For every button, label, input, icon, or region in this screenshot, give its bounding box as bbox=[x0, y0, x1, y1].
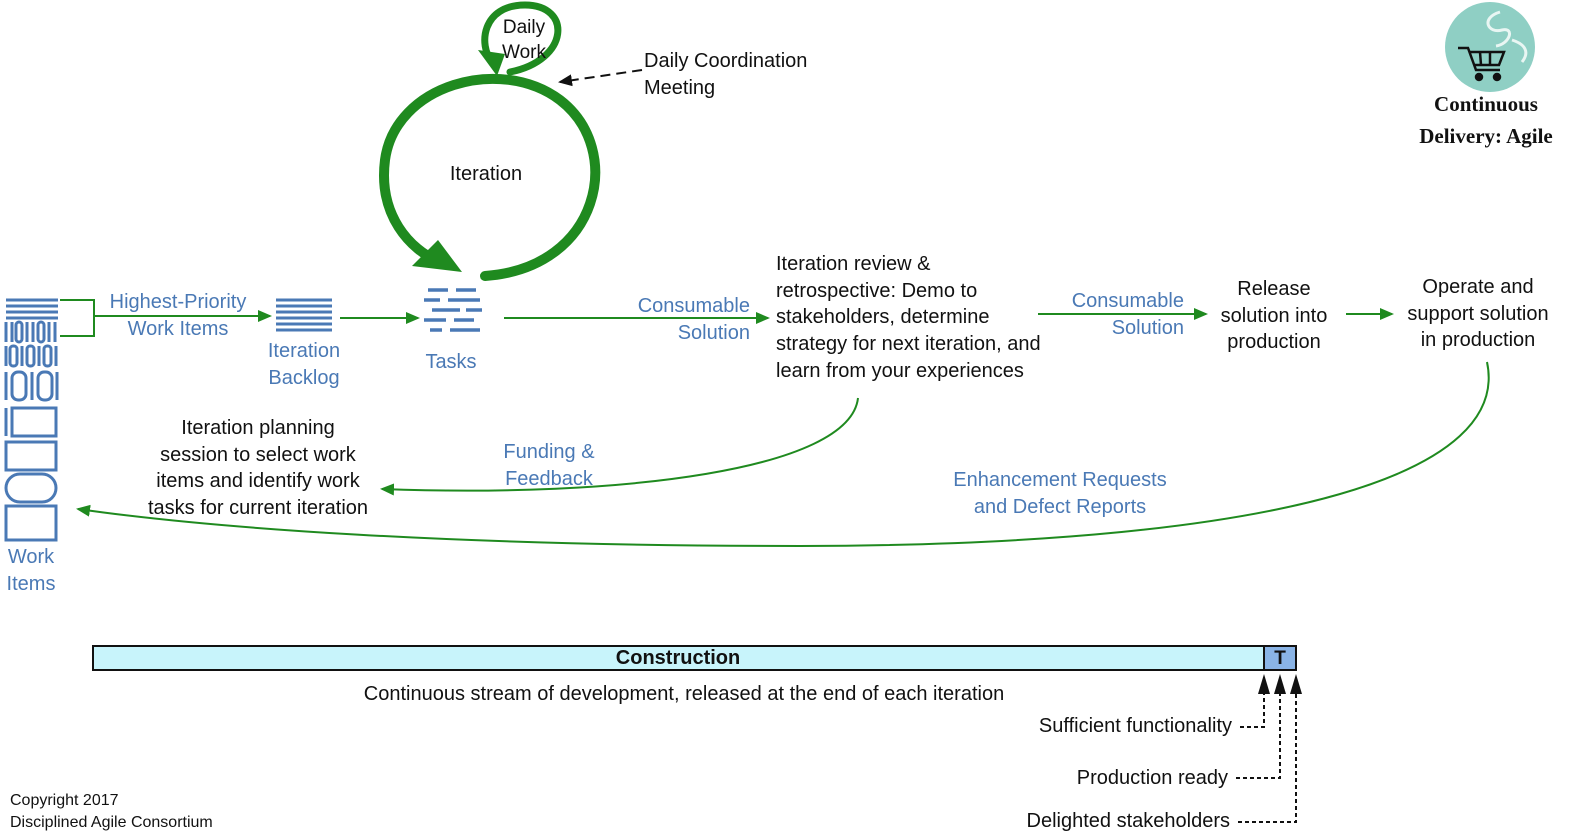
copyright-line2: Disciplined Agile Consortium bbox=[10, 814, 213, 831]
svg-text:learn from your experiences: learn from your experiences bbox=[776, 360, 1024, 382]
logo-title-line2: Delivery: Agile bbox=[1419, 124, 1553, 148]
funding-feedback-label-2: Feedback bbox=[505, 468, 594, 490]
svg-text:solution into: solution into bbox=[1221, 305, 1328, 327]
consumable-solution-label-2: Consumable bbox=[1072, 290, 1184, 312]
daily-work-label-2: Work bbox=[502, 42, 546, 63]
svg-text:Iteration planning: Iteration planning bbox=[181, 417, 334, 439]
highest-priority-bracket bbox=[60, 299, 95, 337]
daily-work-cycle-arrowhead bbox=[478, 50, 505, 76]
coordination-label-2: Meeting bbox=[644, 77, 715, 99]
milestone-delighted-stakeholders: Delighted stakeholders bbox=[1027, 810, 1230, 832]
svg-text:session to select work: session to select work bbox=[160, 444, 357, 466]
funding-feedback-label: Funding & bbox=[503, 441, 595, 463]
svg-text:Iteration review &: Iteration review & bbox=[776, 253, 931, 275]
transition-phase bbox=[1263, 645, 1297, 671]
svg-text:Release: Release bbox=[1237, 278, 1310, 300]
milestone-arrowheads bbox=[1258, 674, 1302, 694]
milestones bbox=[1236, 682, 1297, 823]
logo-title-line1: Continuous bbox=[1434, 92, 1538, 116]
funding-feedback-arrow bbox=[380, 397, 859, 496]
svg-text:Operate and: Operate and bbox=[1422, 276, 1533, 298]
work-items-label: Work bbox=[8, 546, 55, 568]
tasks-label: Tasks bbox=[425, 351, 476, 373]
svg-text:support solution: support solution bbox=[1407, 303, 1548, 325]
highest-priority-label-2: Work Items bbox=[128, 318, 229, 340]
enhancement-requests-label-2: and Defect Reports bbox=[974, 496, 1146, 518]
phase-bar: Construction T bbox=[92, 645, 1297, 671]
enhancement-requests-label: Enhancement Requests bbox=[953, 469, 1166, 491]
daily-work-cycle-arrow bbox=[481, 1, 562, 76]
coordination-dashed-arrow bbox=[558, 69, 643, 87]
daily-work-label: Daily bbox=[503, 17, 546, 38]
iteration-label: Iteration bbox=[450, 163, 522, 185]
tasks-icon bbox=[424, 288, 482, 332]
consumable-solution-label-2b: Solution bbox=[1112, 317, 1184, 339]
iteration-cycle-arrow bbox=[379, 73, 600, 281]
svg-text:strategy for next iteration, a: strategy for next iteration, and bbox=[776, 333, 1041, 355]
iteration-planning-text: Iteration planning session to select wor… bbox=[148, 417, 368, 519]
coordination-label: Daily Coordination bbox=[644, 50, 807, 72]
transition-label: T bbox=[1274, 648, 1286, 669]
svg-text:retrospective: Demo to: retrospective: Demo to bbox=[776, 280, 977, 302]
milestone-sufficient-functionality: Sufficient functionality bbox=[1039, 715, 1232, 737]
work-items-stack bbox=[4, 298, 59, 542]
svg-text:stakeholders, determine: stakeholders, determine bbox=[776, 306, 989, 328]
construction-label: Construction bbox=[616, 647, 740, 669]
svg-text:tasks for current iteration: tasks for current iteration bbox=[148, 497, 368, 519]
release-text: Release solution into production bbox=[1221, 278, 1328, 353]
svg-text:production: production bbox=[1227, 331, 1320, 353]
svg-text:items and identify work: items and identify work bbox=[156, 470, 360, 492]
phase-caption: Continuous stream of development, releas… bbox=[364, 683, 1004, 705]
svg-text:in production: in production bbox=[1421, 329, 1536, 351]
highest-priority-label: Highest-Priority bbox=[110, 291, 247, 313]
iteration-loop: Daily Work Daily Coordination Meeting It… bbox=[379, 1, 807, 281]
shopping-cart-icon bbox=[1458, 46, 1506, 82]
logo-badge bbox=[1445, 2, 1535, 92]
consumable-solution-label-1: Consumable bbox=[638, 295, 750, 317]
copyright-line1: Copyright 2017 bbox=[10, 792, 119, 809]
iteration-cycle-arrowhead bbox=[412, 240, 462, 272]
operate-text: Operate and support solution in producti… bbox=[1407, 276, 1548, 351]
consumable-solution-label-1b: Solution bbox=[678, 322, 750, 344]
continuous-delivery-logo: Continuous Delivery: Agile bbox=[1419, 2, 1553, 148]
logo-swirl-icon bbox=[1486, 10, 1528, 63]
iteration-review-text: Iteration review & retrospective: Demo t… bbox=[776, 253, 1041, 382]
iteration-backlog-label-2: Backlog bbox=[268, 367, 339, 389]
iteration-backlog-label: Iteration bbox=[268, 340, 340, 362]
iteration-backlog-icon bbox=[276, 298, 332, 332]
work-items-label-2: Items bbox=[7, 573, 56, 595]
milestone-production-ready: Production ready bbox=[1077, 767, 1228, 789]
enhancement-requests-arrow bbox=[76, 361, 1490, 548]
